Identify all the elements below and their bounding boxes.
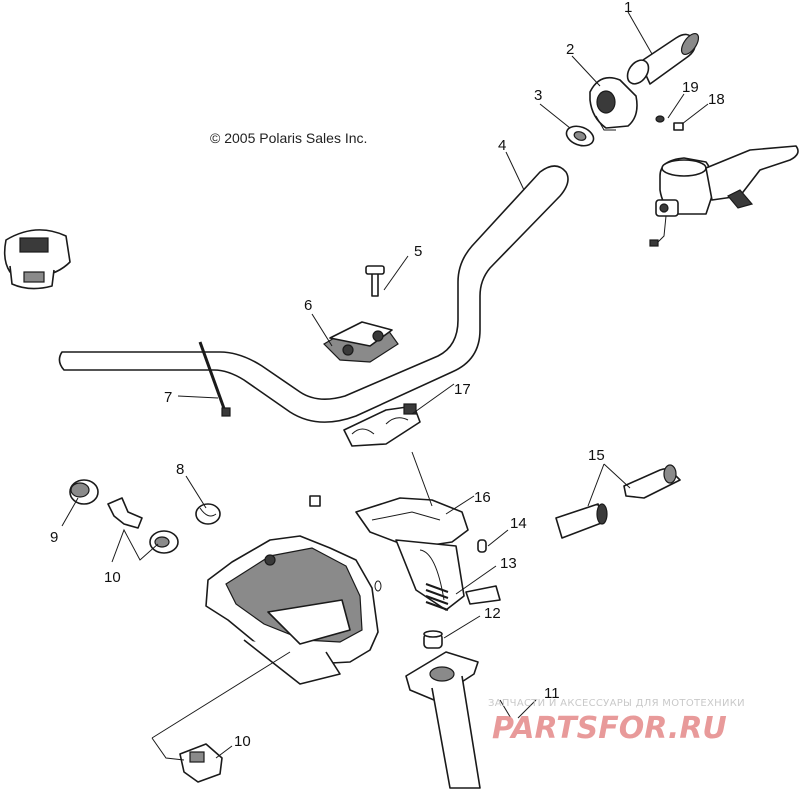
- callout-labels: 1 2 3 4 5 6 7 8 9 10 10 11 12 13 14 15 1…: [50, 0, 725, 750]
- fastener-18[interactable]: [673, 122, 684, 131]
- fastener-19[interactable]: [655, 115, 665, 123]
- callout-6: 6: [304, 297, 312, 314]
- callout-4: 4: [498, 137, 506, 154]
- clamp-bolt[interactable]: [365, 265, 385, 297]
- callout-11: 11: [544, 685, 560, 702]
- grommet[interactable]: [149, 530, 179, 554]
- pin[interactable]: [477, 539, 487, 553]
- callout-13: 13: [500, 555, 517, 572]
- bracket-clip[interactable]: [107, 497, 143, 529]
- callout-18: 18: [708, 91, 725, 108]
- washer[interactable]: [564, 123, 596, 149]
- watermark-tagline: ЗАПЧАСТИ И АКСЕССУАРЫ ДЛЯ МОТОТЕХНИКИ: [488, 698, 745, 709]
- callout-16: 16: [474, 489, 491, 506]
- connector[interactable]: [179, 743, 223, 783]
- upper-clamp[interactable]: [323, 321, 399, 363]
- lower-clamp[interactable]: [343, 403, 421, 447]
- cap[interactable]: [195, 503, 221, 525]
- bushing[interactable]: [309, 495, 321, 507]
- switch-housing[interactable]: [3, 229, 71, 290]
- steering-post[interactable]: [405, 651, 481, 789]
- throttle-housing[interactable]: [589, 76, 638, 131]
- callout-12: 12: [484, 605, 501, 622]
- mounting-bracket[interactable]: [355, 497, 501, 611]
- grip[interactable]: [623, 31, 702, 88]
- bushing-12[interactable]: [423, 630, 443, 649]
- callout-10-lower: 10: [234, 733, 251, 750]
- callout-14: 14: [510, 515, 527, 532]
- headlight-pod[interactable]: [205, 535, 382, 685]
- handlebar[interactable]: [58, 165, 569, 423]
- callout-2: 2: [566, 41, 574, 58]
- cable-tie[interactable]: [198, 341, 231, 417]
- brake-master-cylinder[interactable]: [649, 145, 799, 247]
- watermark-logo: PARTSFOR.RU: [492, 711, 727, 746]
- callout-9: 9: [50, 529, 58, 546]
- callout-1: 1: [624, 0, 632, 16]
- plug[interactable]: [69, 479, 99, 505]
- callout-8: 8: [176, 461, 184, 478]
- spring[interactable]: [425, 583, 449, 611]
- callout-5: 5: [414, 243, 422, 260]
- leader-lines: [61, 11, 709, 761]
- control-switch[interactable]: [555, 464, 681, 539]
- callout-15: 15: [588, 447, 605, 464]
- copyright-text: © 2005 Polaris Sales Inc.: [210, 130, 367, 146]
- callout-3: 3: [534, 87, 542, 104]
- callout-19: 19: [682, 79, 699, 96]
- callout-7: 7: [164, 389, 172, 406]
- watermark: ЗАПЧАСТИ И АКСЕССУАРЫ ДЛЯ МОТОТЕХНИКИ PA…: [488, 698, 745, 746]
- callout-10-upper: 10: [104, 569, 121, 586]
- callout-17: 17: [454, 381, 471, 398]
